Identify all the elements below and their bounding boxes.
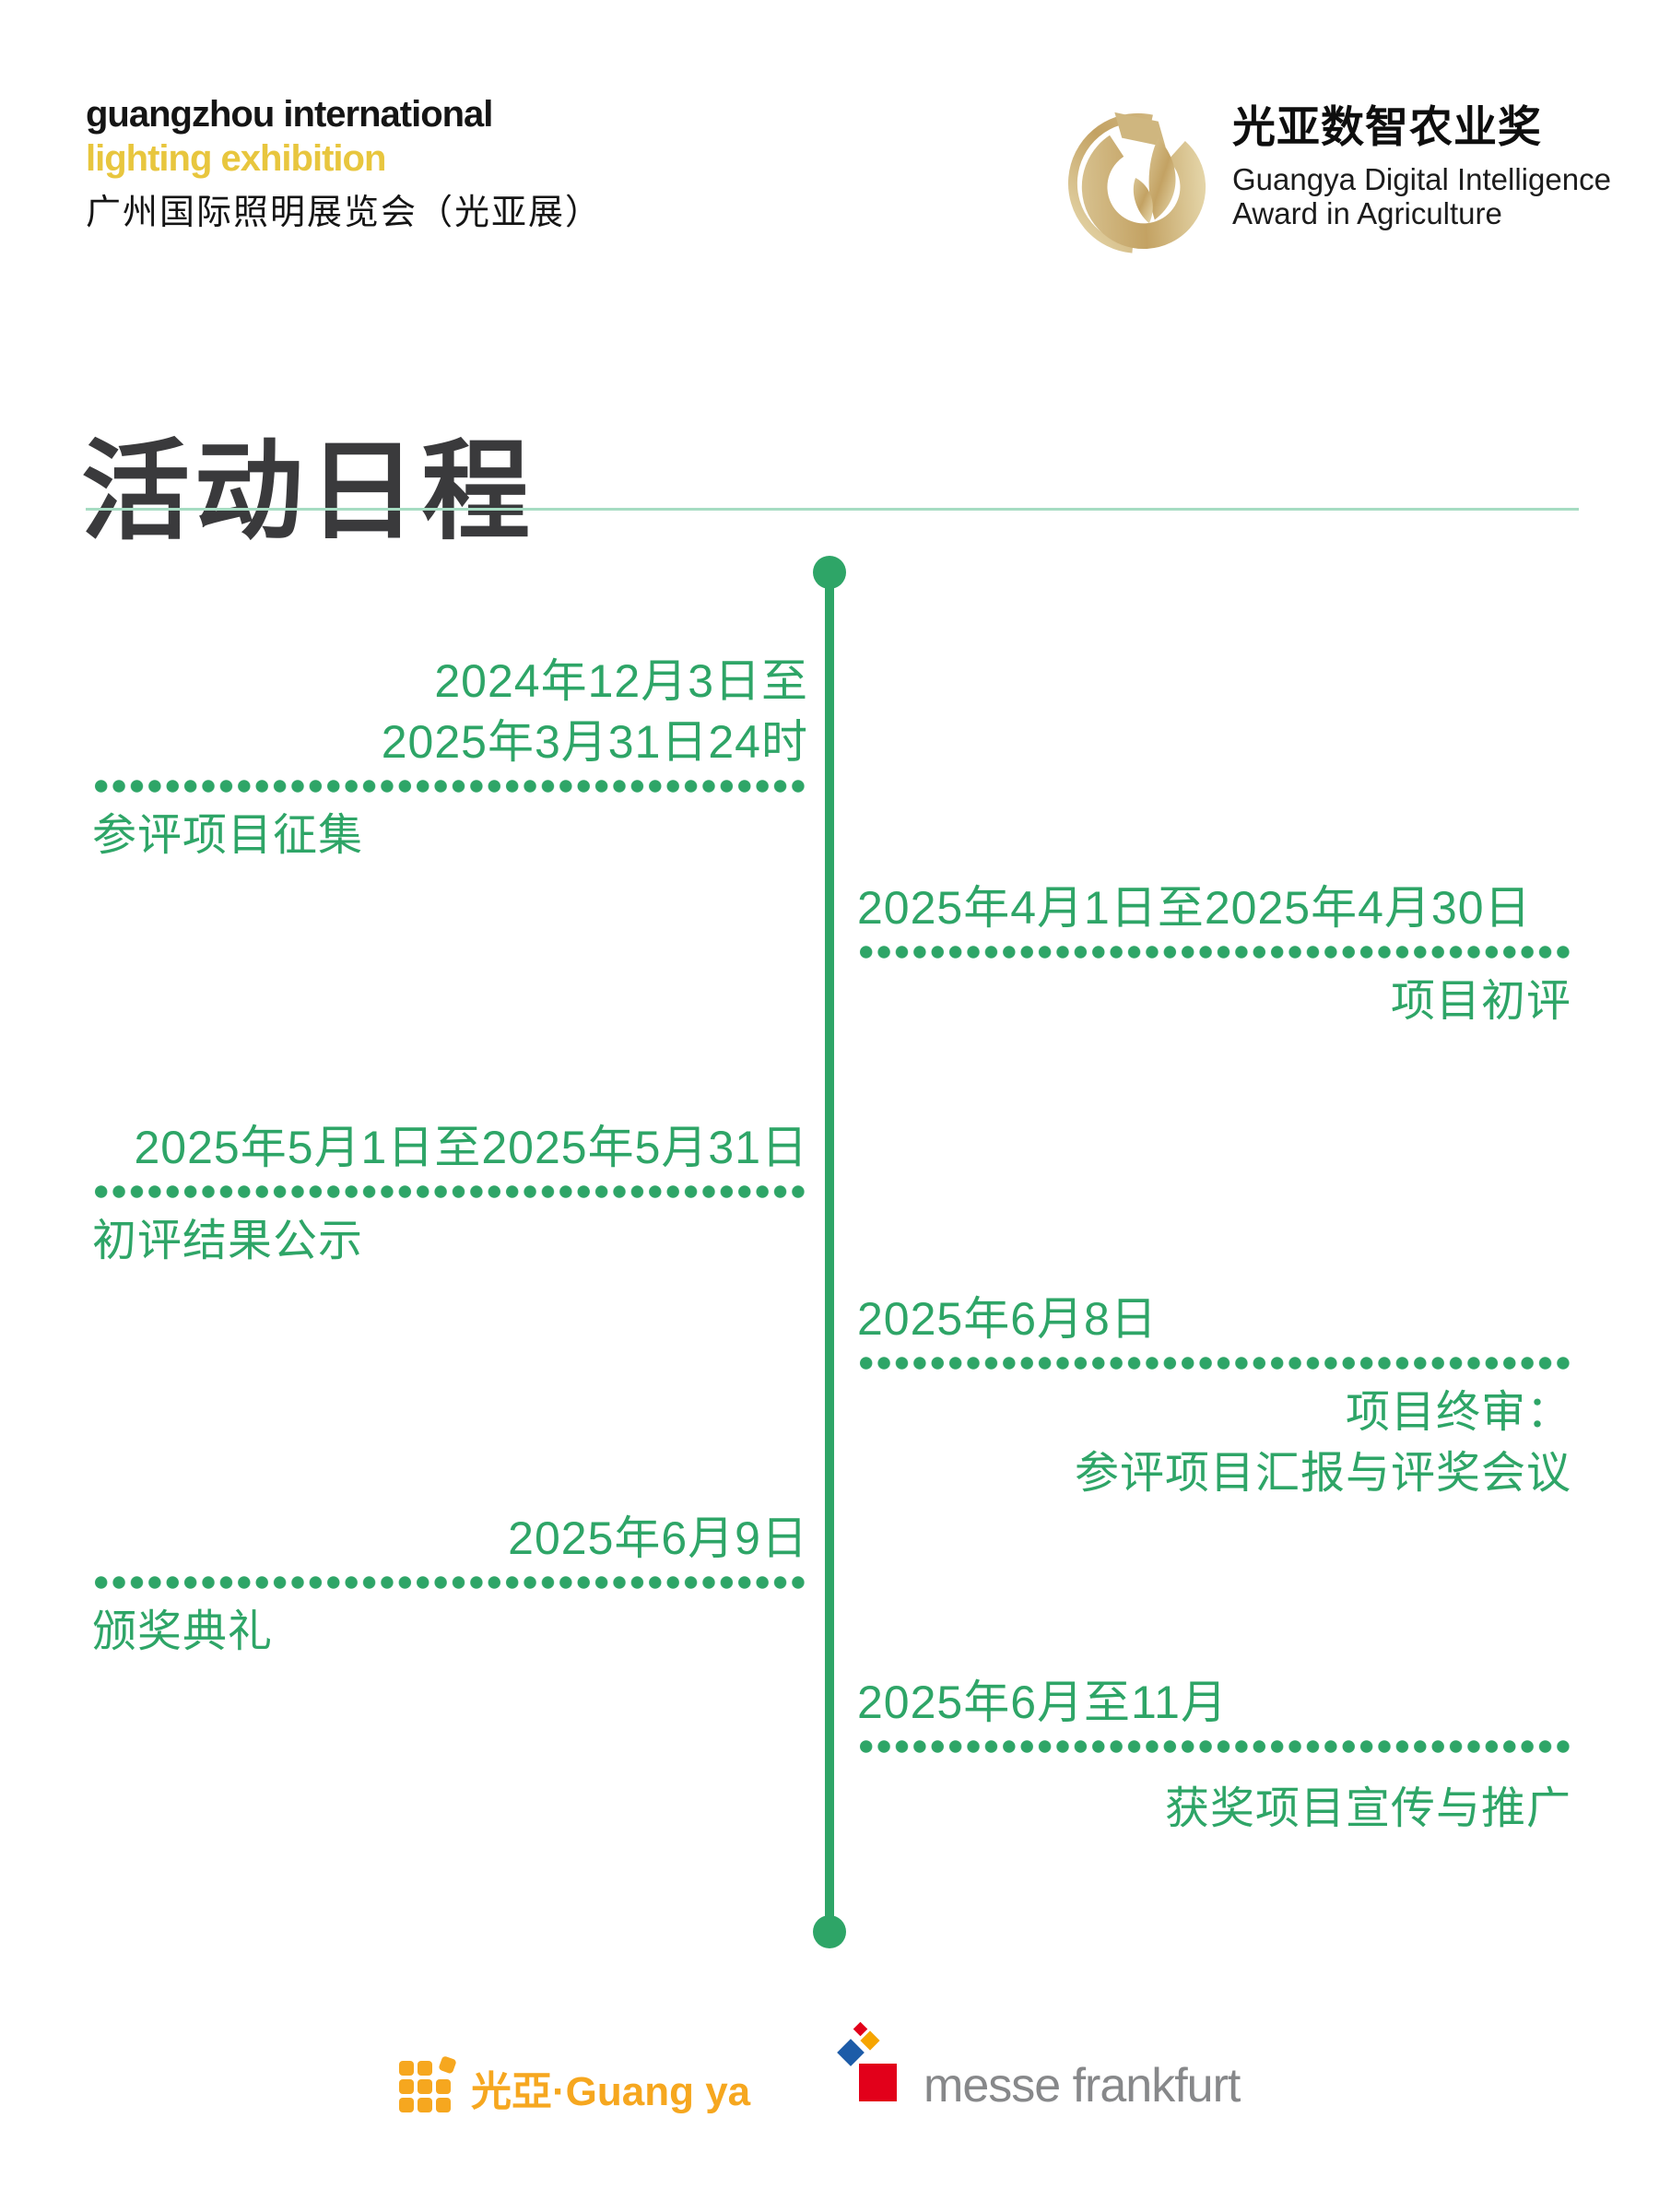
timeline-entry: 2025年6月8日 项目终审： 参评项目汇报与评奖会议	[857, 1288, 1571, 1504]
messe-frankfurt-logo-text: messe frankfurt	[924, 2059, 1241, 2112]
entry-label-line: 项目终审：	[1345, 1388, 1571, 1437]
timeline-vertical-line	[825, 572, 834, 1932]
entry-date: 2025年4月1日至2025年4月30日	[857, 877, 1571, 938]
entry-date: 2025年6月至11月	[857, 1672, 1571, 1733]
entry-label: 项目终审： 参评项目汇报与评奖会议	[857, 1382, 1571, 1504]
entry-label-line: 项目初评	[1390, 977, 1571, 1026]
entry-date-line: 2025年6月至11月	[857, 1677, 1228, 1728]
entry-label-line: 获奖项目宣传与推广	[1164, 1784, 1571, 1833]
timeline-entry: 2025年6月9日 颁奖典礼	[92, 1508, 808, 1663]
timeline-entry: 2025年5月1日至2025年5月31日 初评结果公示	[92, 1117, 808, 1272]
timeline-start-dot	[813, 556, 846, 589]
entry-date: 2025年5月1日至2025年5月31日	[92, 1117, 808, 1178]
entry-date-line: 2025年4月1日至2025年4月30日	[857, 882, 1532, 934]
entry-label-line: 颁奖典礼	[92, 1607, 274, 1656]
entry-date-line: 2025年6月8日	[857, 1293, 1158, 1345]
dotted-line	[92, 1185, 808, 1198]
timeline-end-dot	[813, 1915, 846, 1948]
entry-label-line: 参评项目汇报与评奖会议	[1074, 1449, 1571, 1498]
dotted-line	[857, 946, 1571, 959]
award-subtitle-line1: Guangya Digital Intelligence	[1232, 162, 1611, 196]
guangya-logo: 光亞·Guang ya	[399, 2055, 751, 2117]
entry-date-line: 2025年5月1日至2025年5月31日	[134, 1122, 808, 1173]
entry-label: 项目初评	[857, 971, 1571, 1032]
messe-frankfurt-icon	[834, 2018, 899, 2111]
entry-date-line: 2024年12月3日至	[434, 655, 808, 707]
timeline-entry: 2025年6月至11月 获奖项目宣传与推广	[857, 1672, 1571, 1840]
dotted-line	[857, 1740, 1571, 1753]
dotted-line	[92, 1576, 808, 1589]
entry-label: 颁奖典礼	[92, 1602, 808, 1663]
page-title: 活动日程	[81, 427, 535, 556]
dotted-line	[857, 1357, 1571, 1370]
entry-label-line: 参评项目征集	[92, 811, 364, 860]
entry-label: 参评项目征集	[92, 806, 808, 866]
entry-date: 2024年12月3日至 2025年3月31日24时	[92, 651, 808, 772]
award-title: 光亚数智农业奖	[1232, 102, 1542, 151]
entry-label: 获奖项目宣传与推广	[857, 1779, 1571, 1840]
title-divider-line	[86, 508, 1579, 511]
guangya-logo-text: 光亞·Guang ya	[471, 2069, 751, 2114]
exhibition-logo-line3: 广州国际照明展览会（光亚展）	[86, 194, 603, 232]
timeline-entry: 2024年12月3日至 2025年3月31日24时 参评项目征集	[92, 651, 808, 866]
entry-date: 2025年6月8日	[857, 1288, 1571, 1349]
award-logo-text: 光亚数智农业奖 Guangya Digital Intelligence Awa…	[1232, 102, 1611, 231]
entry-date-line: 2025年6月9日	[508, 1512, 808, 1564]
entry-label-line: 初评结果公示	[92, 1217, 364, 1265]
entry-date-line: 2025年3月31日24时	[381, 716, 808, 768]
guangya-grid-icon	[399, 2055, 457, 2114]
exhibition-logo-line2: lighting exhibition	[86, 138, 386, 179]
award-subtitle-line2: Award in Agriculture	[1232, 196, 1502, 230]
entry-label: 初评结果公示	[92, 1211, 808, 1272]
exhibition-logo-line1: guangzhou international	[86, 94, 493, 135]
dotted-line	[92, 780, 808, 793]
entry-date: 2025年6月9日	[92, 1508, 808, 1569]
exhibition-logo: guangzhou international lighting exhibit…	[86, 92, 602, 234]
award-gold-emblem-icon	[1067, 95, 1213, 267]
timeline-entry: 2025年4月1日至2025年4月30日 项目初评	[857, 877, 1571, 1032]
